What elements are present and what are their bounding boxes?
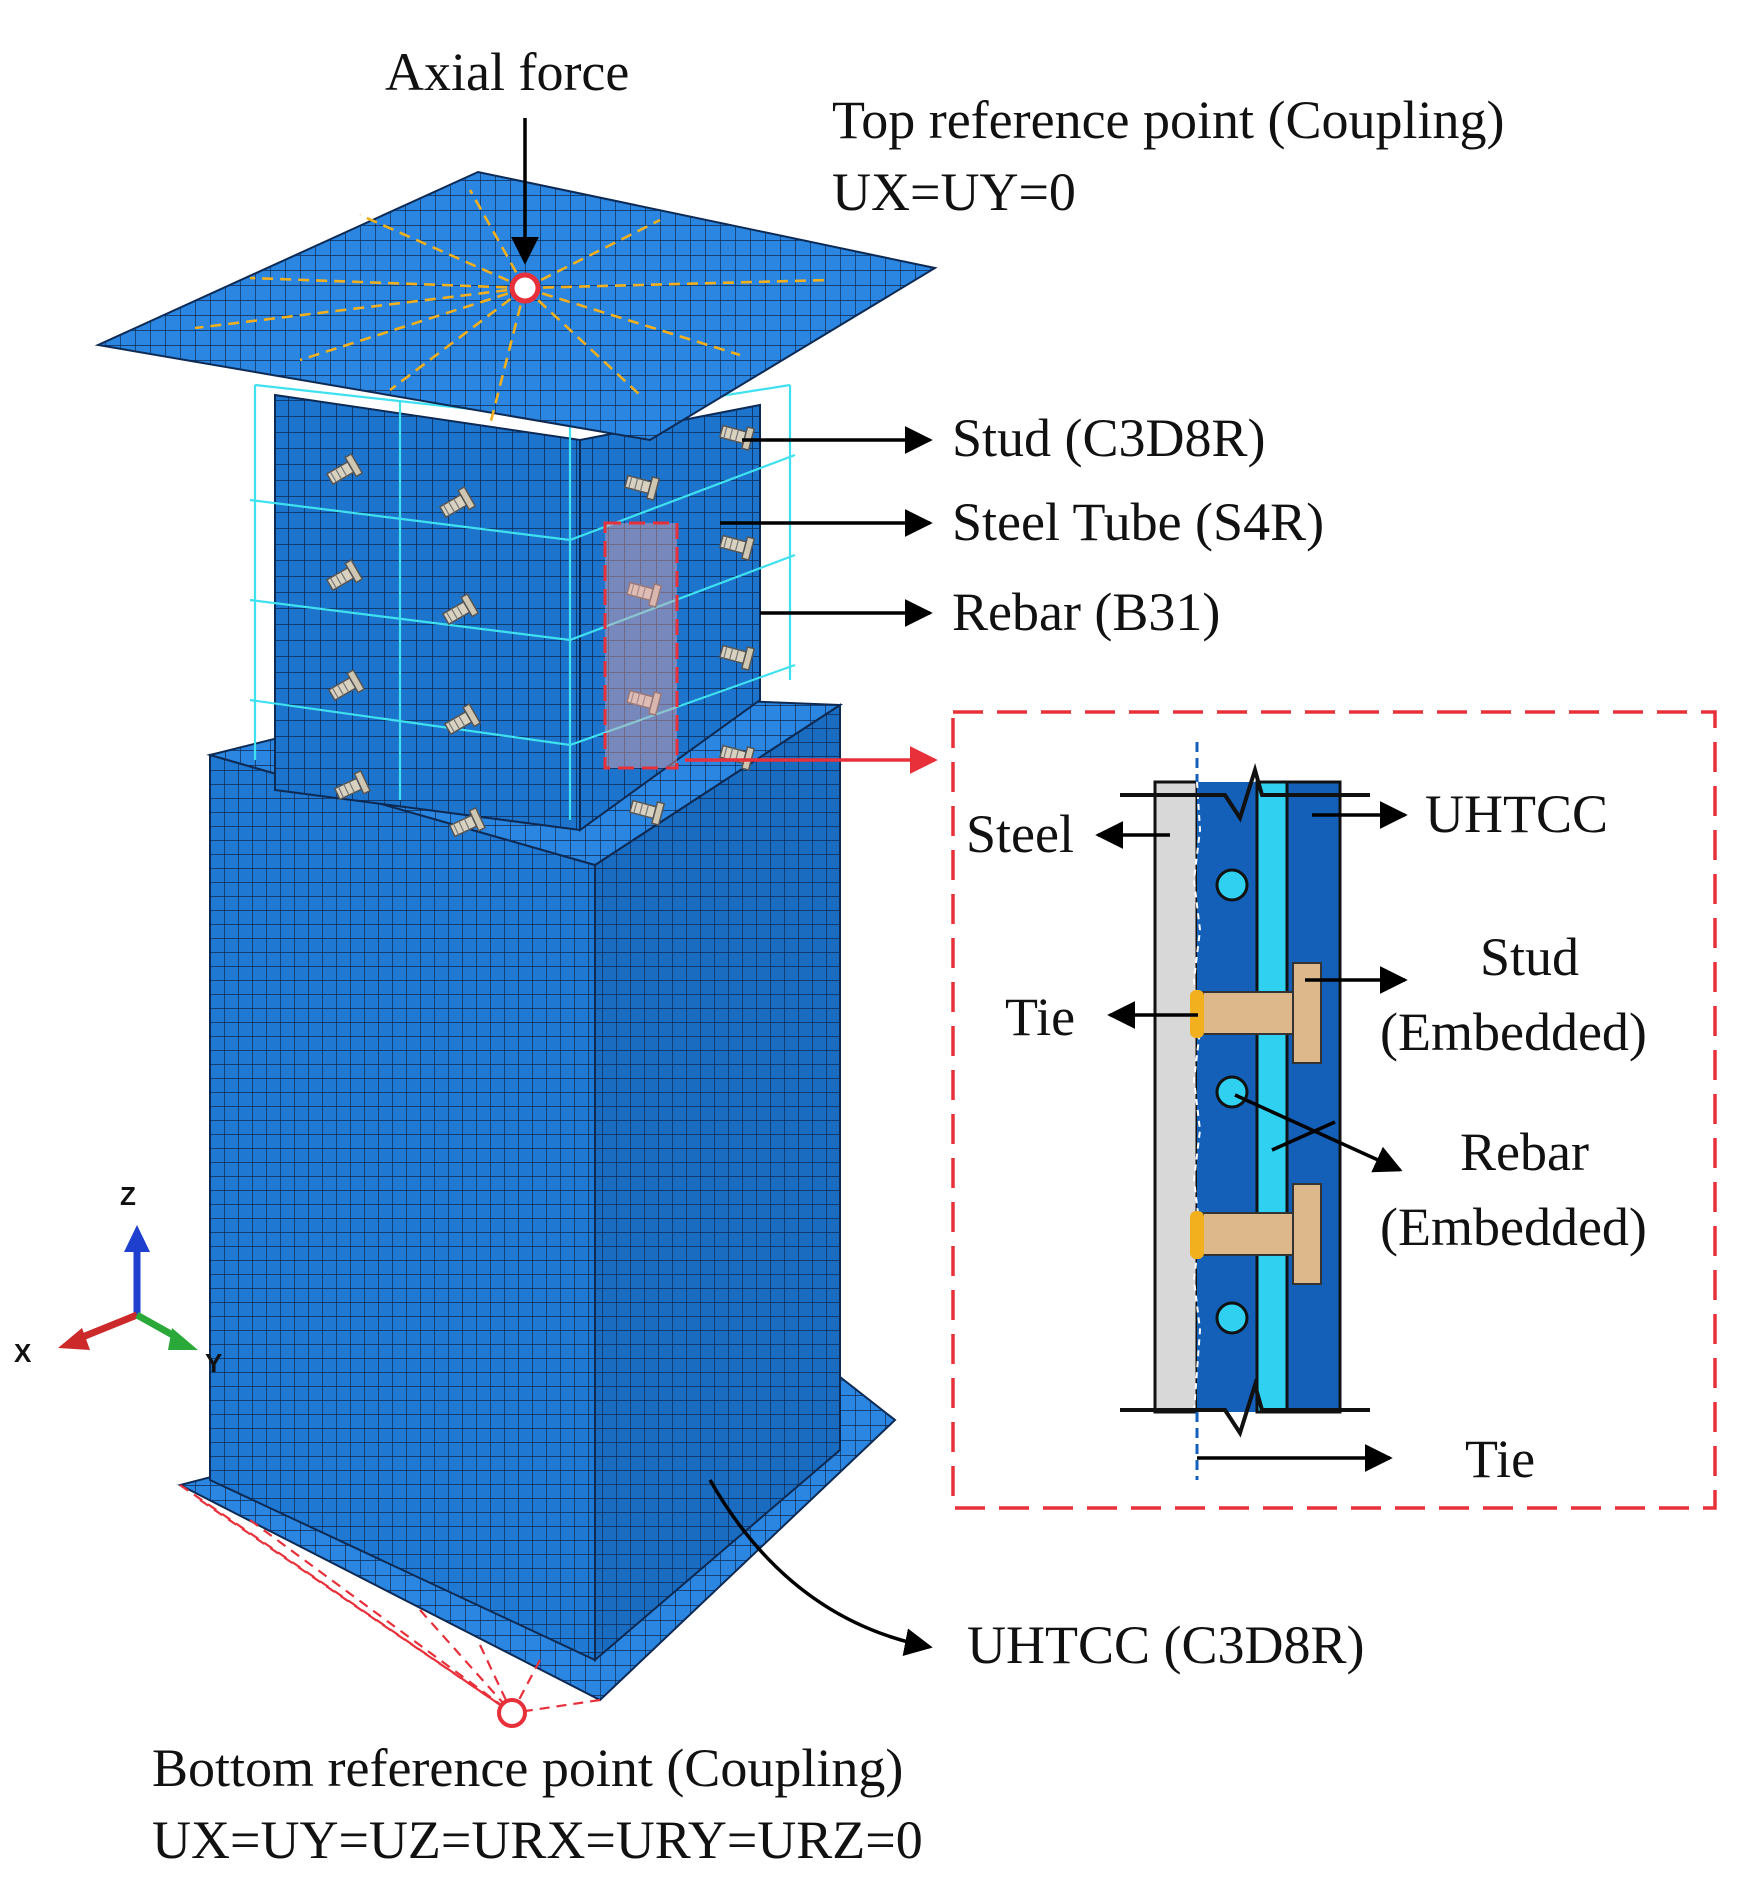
top-boundary-condition-label: UX=UY=0 <box>832 162 1076 222</box>
leader-arrows <box>708 426 933 1656</box>
steel-tube-label: Steel Tube (S4R) <box>952 492 1324 552</box>
inset-rebar-label: Rebar <box>1460 1122 1589 1182</box>
inset-rebar-layer <box>1255 780 1289 1414</box>
bottom-reference-point-marker <box>497 1698 527 1728</box>
cross-section-inset: Steel UHTCC Stud (Embedded) Tie Rebar (E… <box>951 710 1717 1510</box>
inset-tie-bottom-label: Tie <box>1465 1429 1535 1489</box>
top-reference-point-marker <box>509 272 541 304</box>
top-coupling-lines <box>194 189 831 426</box>
detail-highlight-box <box>603 521 679 770</box>
rebar-label: Rebar (B31) <box>952 582 1220 642</box>
triad-x-label: X <box>14 1338 32 1368</box>
top-reference-point-label: Top reference point (Coupling) <box>832 90 1505 150</box>
inset-stud-lower <box>1190 1183 1322 1285</box>
top-plate-mesh <box>94 170 938 442</box>
inset-steel-layer <box>1153 780 1199 1414</box>
stud-label: Stud (C3D8R) <box>952 408 1266 468</box>
inset-uhtcc-outer-layer <box>1285 780 1342 1414</box>
uhtcc-column-mesh <box>206 688 844 1663</box>
axis-triad: Z X Y <box>14 1181 222 1378</box>
y-axis-arrow-icon <box>168 1328 198 1350</box>
steel-tube-mesh <box>274 393 761 832</box>
inset-tie-left-label: Tie <box>1005 987 1075 1047</box>
triad-y-label: Y <box>205 1348 222 1378</box>
x-axis-arrow-icon <box>58 1328 90 1350</box>
inset-rebar-embedded-label: (Embedded) <box>1380 1197 1647 1257</box>
rebar-cage <box>249 383 796 820</box>
triad-z-label: Z <box>120 1181 136 1211</box>
axial-force-label: Axial force <box>385 42 629 102</box>
uhtcc-label: UHTCC (C3D8R) <box>967 1615 1365 1675</box>
inset-steel-label: Steel <box>966 804 1074 864</box>
z-axis-arrow-icon <box>124 1225 150 1252</box>
inset-stud-embedded-label: (Embedded) <box>1380 1002 1647 1062</box>
bottom-boundary-condition-label: UX=UY=UZ=URX=URY=URZ=0 <box>152 1810 923 1870</box>
bottom-reference-point-label: Bottom reference point (Coupling) <box>152 1738 903 1798</box>
inset-stud-label: Stud <box>1480 927 1579 987</box>
inset-uhtcc-label: UHTCC <box>1425 784 1608 844</box>
